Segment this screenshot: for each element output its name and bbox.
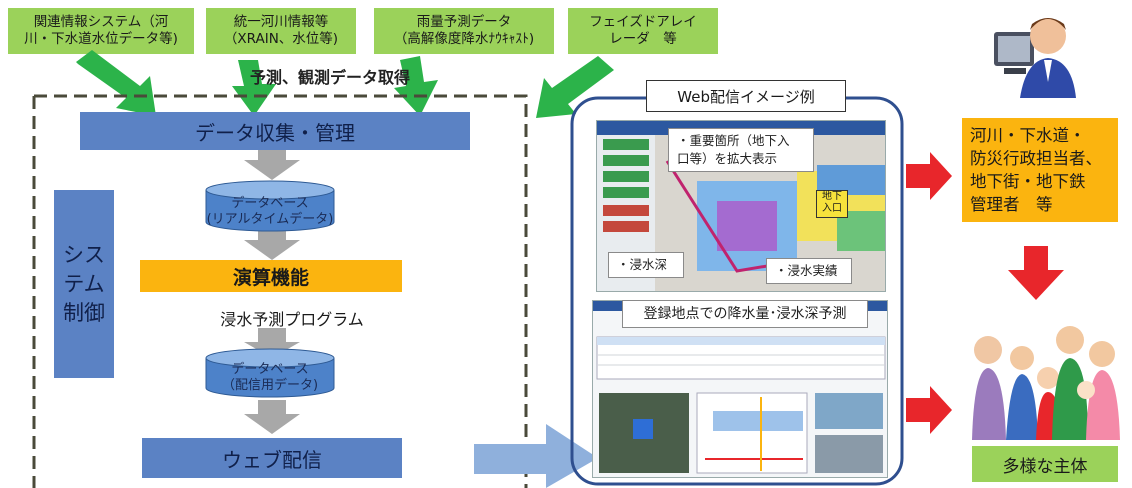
callout-depth: ・浸水深 [608,252,684,278]
gray-arrow-1 [244,146,300,180]
green-arrow-1 [76,50,156,116]
compute-box: 演算機能 [140,260,402,292]
gray-arrow-3 [244,328,300,358]
data-collection-box: データ収集・管理 [80,112,470,150]
red-arrow-down [1008,246,1064,300]
db-realtime-label: データベース (リアルタイムデータ) [206,196,334,227]
callout-zoom: ・重要箇所（地下入 口等）を拡大表示 [668,128,814,172]
callout-actual: ・浸水実績 [766,258,852,284]
prediction-program-label: 浸水予測プログラム [220,310,364,329]
admins-box: 河川・下水道・ 防災行政担当者、 地下街・地下鉄 管理者 等 [962,118,1118,222]
source-box-rainfall-forecast: 雨量予測データ （高解像度降水ﾅｳｷｬｽﾄ) [374,8,554,54]
green-arrow-3 [394,56,438,116]
database-delivery [205,348,335,398]
callout-forecast: 登録地点での降水量･浸水深予測 [622,300,868,328]
green-arrow-2 [232,60,276,116]
database-realtime [205,180,335,232]
family-group-icon [966,310,1124,440]
acquisition-label: 予測、観測データ取得 [250,68,411,87]
red-arrow-to-admins [906,152,952,200]
source-box-phased-array-radar: フェイズドアレイ レーダ 等 [568,8,718,54]
web-delivery-arrow [474,424,598,488]
underground-entrance-badge: 地下 入口 [816,190,848,218]
gray-arrow-2 [244,226,300,260]
source-box-river-info: 統一河川情報等 （XRAIN、水位等) [206,8,356,54]
source-box-related-systems: 関連情報システム（河 川・下水道水位データ等) [8,8,194,54]
diverse-entities-box: 多様な主体 [972,446,1118,482]
web-delivery-box: ウェブ配信 [142,438,402,478]
red-arrow-to-public [906,386,952,434]
green-arrow-4 [536,56,614,118]
user-at-computer-icon [990,2,1076,98]
system-frame [32,94,528,488]
db-delivery-label: データベース （配信用データ) [221,362,319,393]
gray-arrow-4 [244,400,300,434]
system-control-label: システム 制御 [54,190,114,378]
web-panel-title: Web配信イメージ例 [646,80,846,112]
